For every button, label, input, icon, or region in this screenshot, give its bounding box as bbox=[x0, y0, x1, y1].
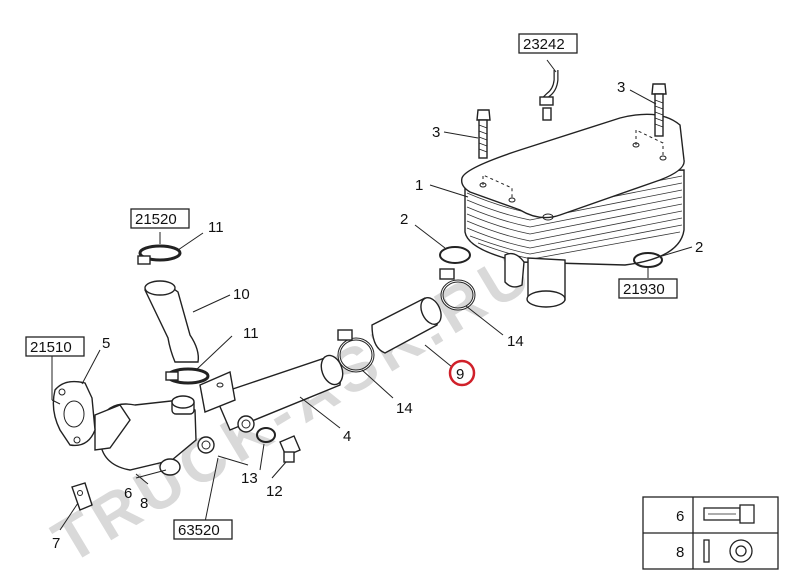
legend-number-8: 8 bbox=[676, 544, 684, 561]
callout-13: 13 bbox=[241, 470, 258, 487]
rubber-hose bbox=[371, 297, 442, 354]
reference-boxes: 23242 21520 21510 21930 63520 bbox=[25, 33, 678, 540]
bolt-left bbox=[476, 109, 491, 159]
legend-table: 6 8 bbox=[642, 496, 779, 570]
cooler-tube-fitting bbox=[539, 70, 559, 121]
o-ring-left bbox=[439, 246, 471, 264]
drain-plug bbox=[279, 435, 301, 463]
callout-11: 11 bbox=[208, 219, 224, 236]
oil-cooler bbox=[460, 113, 685, 308]
callout-14: 14 bbox=[396, 400, 413, 417]
callout-2: 2 bbox=[400, 211, 408, 228]
callout-5: 5 bbox=[102, 335, 110, 352]
sealing-washer bbox=[256, 427, 276, 443]
callout-2: 2 bbox=[695, 239, 703, 256]
bolt-right bbox=[651, 83, 667, 137]
callout-10: 10 bbox=[233, 286, 250, 303]
hose-clamp-top bbox=[137, 244, 182, 265]
callout-14: 14 bbox=[507, 333, 524, 350]
coolant-pipe bbox=[197, 354, 344, 454]
ref-21520: 21520 bbox=[135, 211, 177, 228]
hose-clamp-upper bbox=[439, 268, 476, 311]
ref-21930: 21930 bbox=[623, 281, 665, 298]
callout-6: 6 bbox=[124, 485, 132, 502]
ref-63520: 63520 bbox=[178, 522, 220, 539]
callout-4: 4 bbox=[343, 428, 351, 445]
washer-icon bbox=[703, 539, 753, 563]
inlet-elbow bbox=[94, 395, 197, 476]
legend-number-6: 6 bbox=[676, 508, 684, 525]
highlight-ring bbox=[448, 359, 476, 387]
ref-21510: 21510 bbox=[30, 339, 72, 356]
o-ring-right bbox=[633, 252, 663, 268]
callout-3: 3 bbox=[617, 79, 625, 96]
hose-clamp-bottom bbox=[165, 367, 210, 385]
callout-7: 7 bbox=[52, 535, 60, 552]
callout-8: 8 bbox=[140, 495, 148, 512]
connector-hose bbox=[144, 280, 200, 363]
gasket bbox=[52, 380, 96, 447]
mount-bracket bbox=[71, 482, 93, 511]
callouts: 1 2 2 3 3 4 5 6 7 8 9 10 11 11 12 13 14 … bbox=[52, 79, 703, 552]
callout-3: 3 bbox=[432, 124, 440, 141]
callout-12: 12 bbox=[266, 483, 283, 500]
callout-11: 11 bbox=[243, 325, 259, 342]
callout-1: 1 bbox=[415, 177, 423, 194]
leader-lines bbox=[51, 59, 693, 531]
callout-9: 9 bbox=[456, 366, 464, 383]
hose-clamp-lower bbox=[337, 329, 375, 373]
bolt-icon bbox=[703, 504, 755, 524]
ref-23242: 23242 bbox=[523, 36, 565, 53]
